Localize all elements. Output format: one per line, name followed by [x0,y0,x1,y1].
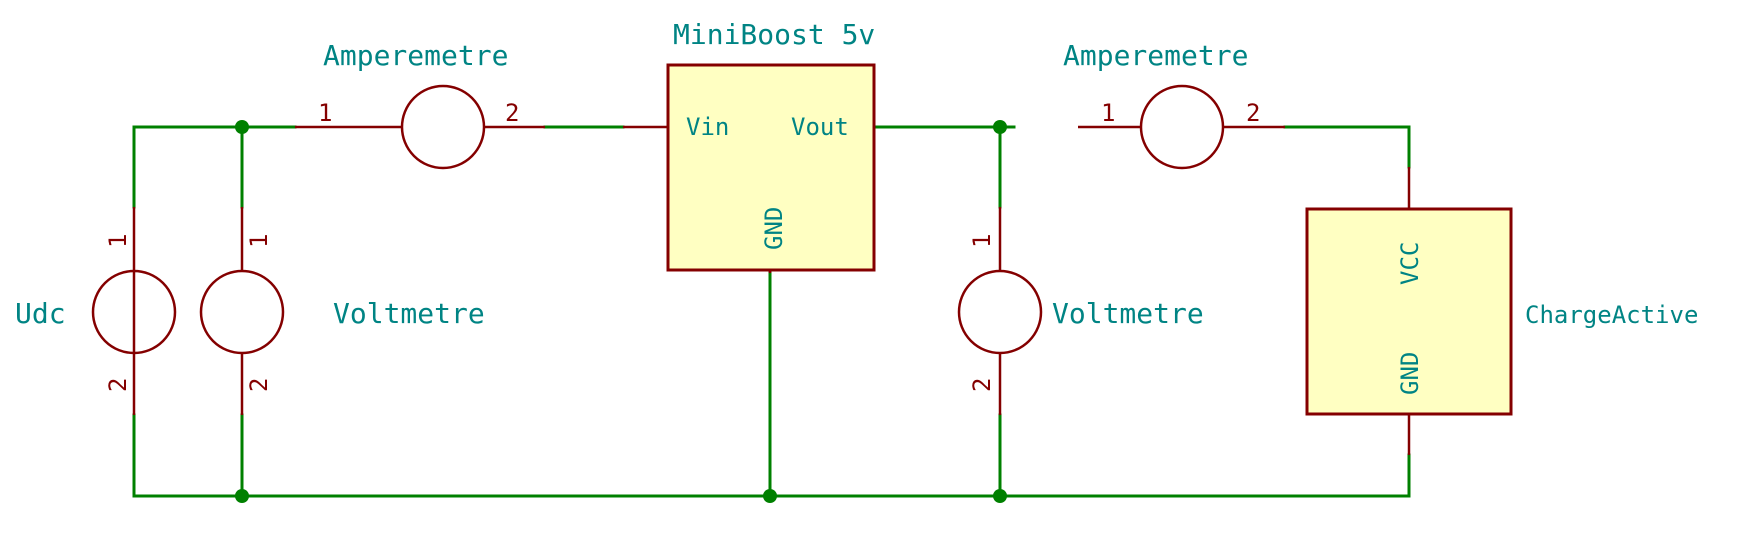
pin-name-gnd: GND [760,207,788,250]
component-amperemetre-out[interactable]: 1 2 Amperemetre [1063,39,1285,170]
active-load-body [1305,207,1513,416]
pin-number-2: 2 [1246,99,1260,127]
pin-number-1: 1 [1101,99,1115,127]
junction-dot [993,120,1007,134]
pin-name-vin: Vin [686,113,729,141]
component-label: Voltmetre [333,297,485,330]
pin-number-2: 2 [104,378,132,392]
pin-number-2: 2 [245,378,273,392]
voltage-source-symbol [91,269,177,355]
component-miniboost[interactable]: Vin Vout GND MiniBoost 5v [623,18,876,273]
pin-number-1: 1 [245,234,273,248]
pin-number-1: 1 [104,234,132,248]
component-label: ChargeActive [1525,301,1698,329]
pin-number-1: 1 [318,99,332,127]
boost-converter-body [666,63,876,272]
junctions [235,120,1007,503]
pin-name-vcc: VCC [1396,242,1424,285]
junction-dot [235,120,249,134]
component-label: Amperemetre [1063,39,1248,72]
component-voltmetre-in[interactable]: 1 2 Voltmetre [199,207,485,415]
component-label: Udc [15,297,66,330]
component-label: Voltmetre [1052,297,1204,330]
pin-name-vout: Vout [791,113,849,141]
component-label: Amperemetre [323,39,508,72]
component-charge-active[interactable]: VCC GND ChargeActive [1305,167,1698,455]
pin-name-gnd: GND [1396,352,1424,395]
pin-number-2: 2 [968,378,996,392]
ammeter-symbol [1139,84,1225,170]
component-udc[interactable]: 1 2 Udc [15,207,177,415]
junction-dot [993,489,1007,503]
pin-number-2: 2 [505,99,519,127]
wire-udc-top [132,125,297,209]
junction-dot [763,489,777,503]
component-amperemetre-in[interactable]: 1 2 Amperemetre [295,39,545,170]
ammeter-symbol [400,84,486,170]
junction-dot [235,489,249,503]
voltmeter-symbol [199,269,285,355]
component-voltmetre-out[interactable]: 1 2 Voltmetre [957,207,1204,415]
voltmeter-symbol [957,269,1043,355]
component-label: MiniBoost 5v [673,18,875,51]
pin-number-1: 1 [968,234,996,248]
wire-amperemetre-out-to-load [1283,125,1411,169]
